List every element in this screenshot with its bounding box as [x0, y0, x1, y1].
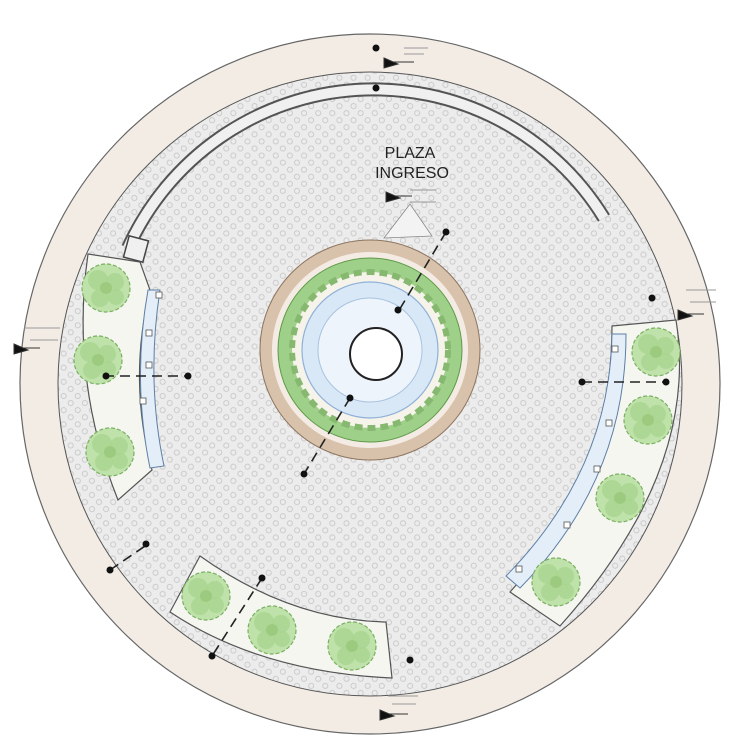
section-marker-icon — [346, 394, 354, 402]
arrow-icon — [383, 47, 428, 69]
tree-icon — [181, 571, 231, 621]
fountain-icon — [349, 327, 403, 381]
tree-icon — [631, 327, 681, 377]
section-marker-icon — [142, 540, 150, 548]
arrow-icon — [385, 189, 436, 203]
section-marker-icon — [106, 566, 114, 574]
bench-icons — [139, 291, 619, 573]
section-marker-icon — [578, 378, 586, 386]
section-marker-icon — [208, 652, 216, 660]
entry-wedge — [383, 203, 433, 239]
section-marker-icon — [648, 294, 656, 302]
plaza-title-line2: INGRESO — [375, 165, 449, 182]
annotation-marks — [13, 47, 716, 721]
arrow-icon — [13, 327, 60, 355]
bench-right — [505, 333, 627, 589]
section-marker-icon — [102, 372, 110, 380]
section-marker-icon — [662, 378, 670, 386]
section-marker-icons — [102, 44, 670, 664]
section-lines — [104, 231, 666, 657]
bench-end-left — [122, 234, 150, 264]
arrow-icon — [677, 289, 716, 321]
central-fountain — [259, 239, 481, 461]
section-marker-icon — [406, 656, 414, 664]
arrow-icon — [379, 695, 418, 721]
section-marker-icon — [258, 574, 266, 582]
tree-icon — [247, 605, 297, 655]
section-marker-icon — [442, 228, 450, 236]
tree-icon — [531, 557, 581, 607]
planter-bottom — [169, 555, 393, 679]
tree-icon — [623, 395, 673, 445]
planter-right — [505, 319, 681, 627]
section-marker-icon — [300, 470, 308, 478]
tree-icon — [85, 427, 135, 477]
tree-icon — [595, 473, 645, 523]
plaza-title-line1: PLAZA — [385, 145, 436, 162]
tree-icon — [327, 621, 377, 671]
section-marker-icon — [372, 84, 380, 92]
section-marker-icon — [372, 44, 380, 52]
tree-icon — [81, 263, 131, 313]
section-marker-icon — [394, 306, 402, 314]
section-marker-icon — [184, 372, 192, 380]
tree-icon — [73, 335, 123, 385]
